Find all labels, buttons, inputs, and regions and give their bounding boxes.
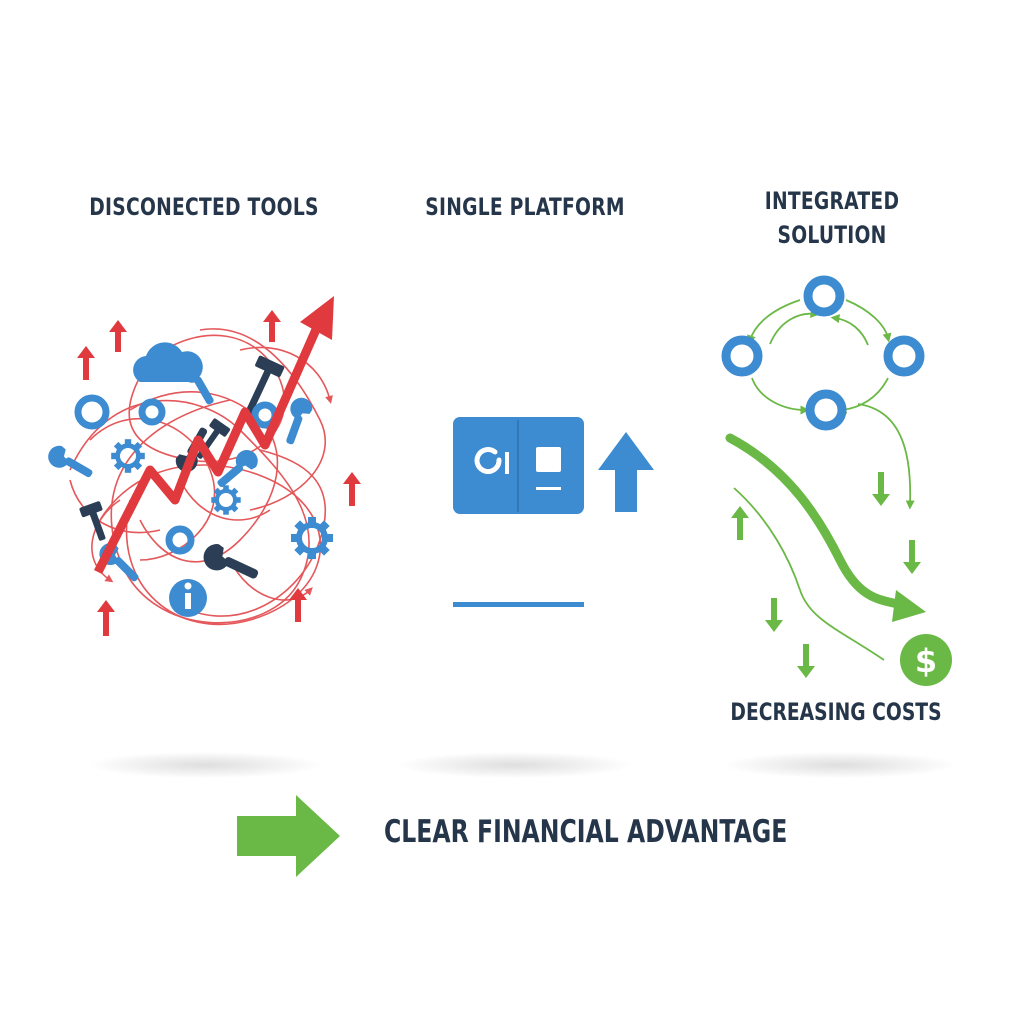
platform-window-icon [453, 417, 584, 514]
ground-shadow-right [725, 752, 955, 778]
tangled-lines [69, 328, 333, 626]
ground-shadow-left [90, 752, 320, 778]
rising-cost-arrowhead [300, 296, 334, 340]
node-right [883, 335, 925, 377]
integration-cycle [721, 275, 925, 510]
tangled-tools-cluster [44, 296, 361, 636]
node-top [803, 275, 845, 317]
node-bottom [805, 389, 847, 431]
decreasing-cost-arrow [725, 433, 926, 661]
heading-single-platform: SINGLE PLATFORM [425, 193, 625, 221]
info-icon [169, 579, 207, 617]
decreasing-costs-label: DECREASING COSTS [730, 698, 942, 726]
node-left [721, 335, 763, 377]
heading-integrated-line1: INTEGRATED [764, 187, 900, 215]
platform-baseline [453, 602, 584, 607]
up-arrow-icon [598, 432, 654, 512]
advantage-arrow [237, 795, 340, 877]
ground-shadow-center [400, 752, 630, 778]
heading-integrated-solution: INTEGRATED SOLUTION [707, 184, 957, 252]
small-up-arrows-red [77, 310, 361, 636]
heading-disconnected-tools: DISCONECTED TOOLS [89, 193, 319, 221]
heading-integrated-line2: SOLUTION [777, 221, 887, 249]
ring-tools [74, 394, 279, 555]
rising-cost-arrow [93, 323, 323, 575]
dollar-symbol: $ [915, 642, 937, 680]
small-down-arrows-green [731, 472, 921, 678]
dollar-icon: $ [900, 634, 952, 686]
clear-financial-advantage-label: CLEAR FINANCIAL ADVANTAGE [384, 814, 788, 850]
